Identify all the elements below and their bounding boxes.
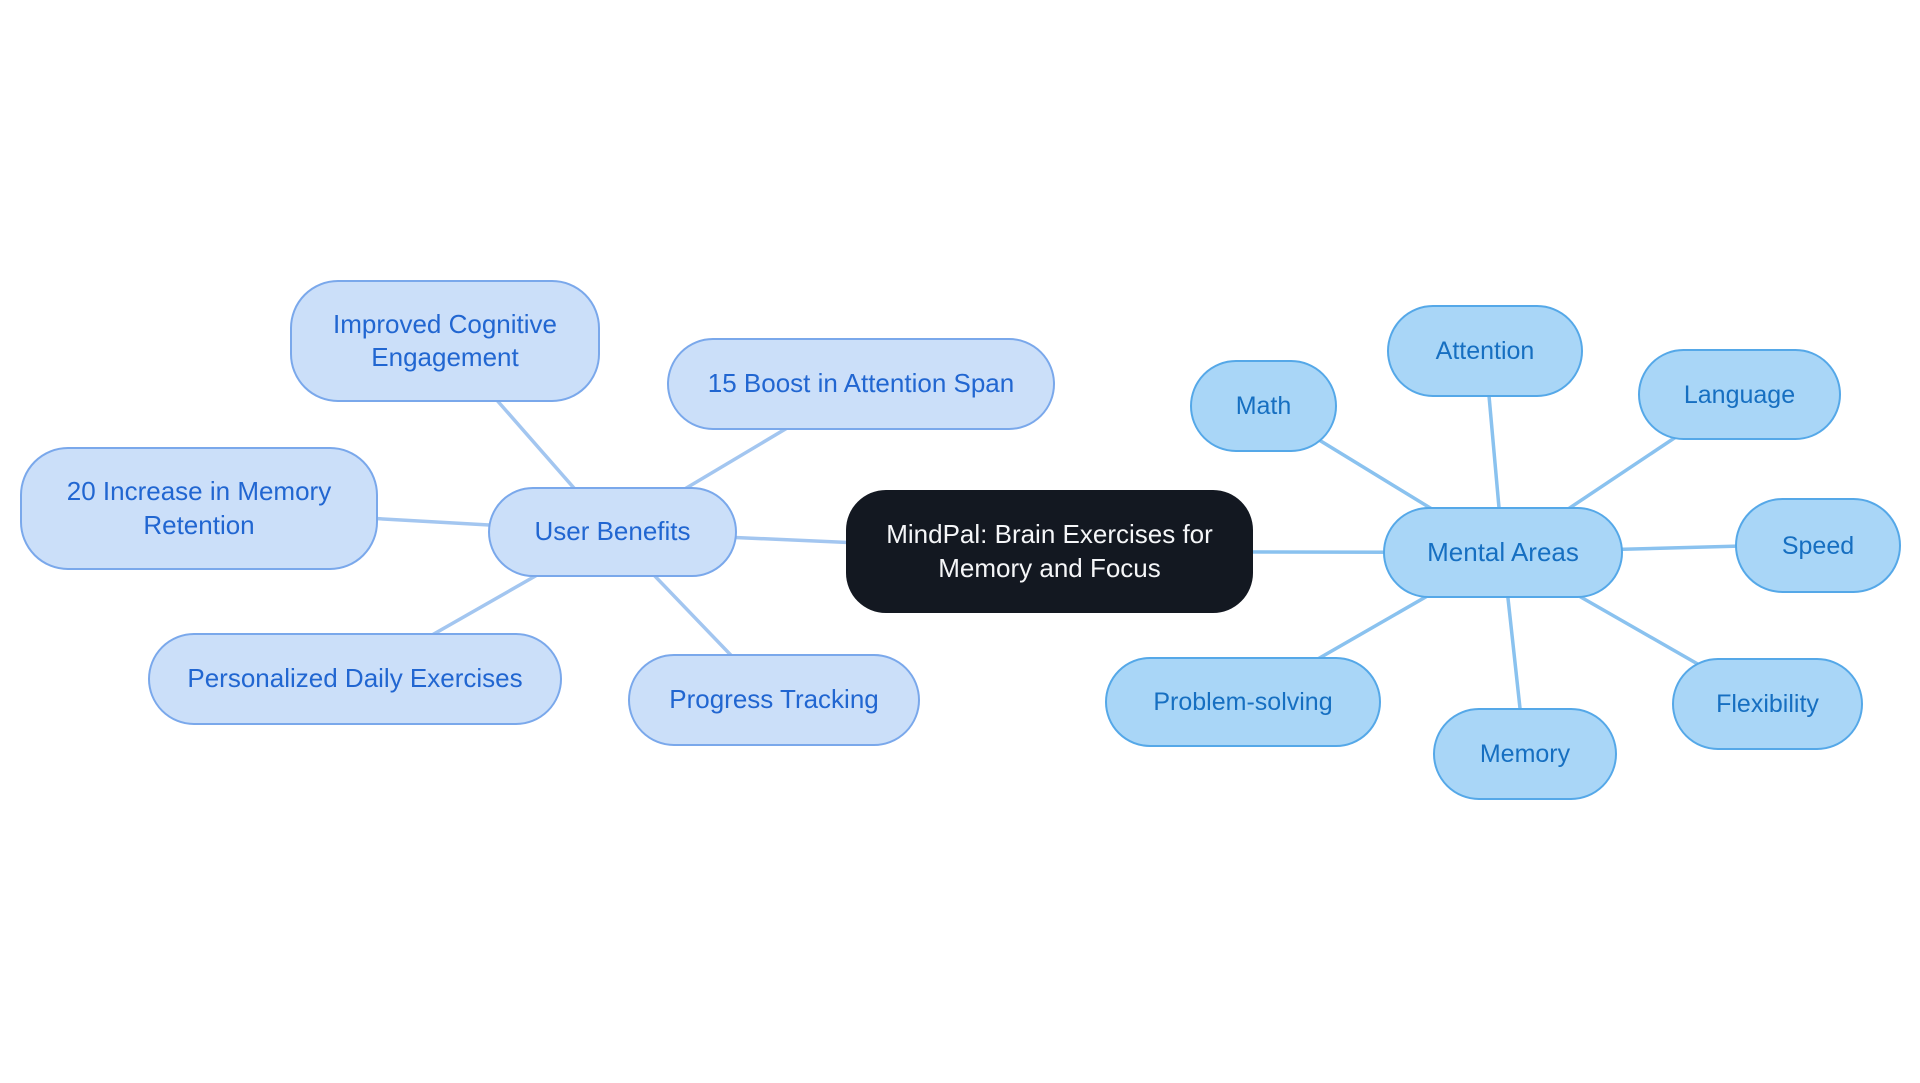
node-root-label: MindPal: Brain Exercises for Memory and …	[886, 519, 1213, 583]
node-attention[interactable]: Attention	[1387, 305, 1583, 397]
node-label: 15 Boost in Attention Span	[707, 368, 1015, 399]
node-label: Language	[1683, 380, 1796, 409]
node-user-benefits[interactable]: User Benefits	[488, 487, 737, 577]
node-problem-solving[interactable]: Problem-solving	[1105, 657, 1381, 747]
node-root-mindpal[interactable]: MindPal: Brain Exercises for Memory and …	[846, 490, 1253, 613]
node-label: Mental Areas	[1427, 536, 1579, 567]
node-personalized-daily-exercises[interactable]: Personalized Daily Exercises	[148, 633, 562, 725]
node-label: Personalized Daily Exercises	[187, 663, 523, 694]
node-label: Problem-solving	[1153, 688, 1333, 716]
node-label: Speed	[1781, 531, 1855, 560]
node-improved-cognitive-engagement[interactable]: Improved Cognitive Engagement	[290, 280, 600, 402]
node-label: Progress Tracking	[669, 684, 879, 715]
node-speed[interactable]: Speed	[1735, 498, 1901, 593]
node-label: Attention	[1435, 337, 1535, 365]
node-mental-areas[interactable]: Mental Areas	[1383, 507, 1623, 598]
node-label: Math	[1235, 392, 1292, 420]
node-math[interactable]: Math	[1190, 360, 1337, 452]
node-label: 20 Increase in Memory Retention	[66, 476, 332, 540]
node-memory[interactable]: Memory	[1433, 708, 1617, 800]
node-label: Flexibility	[1716, 690, 1819, 718]
node-language[interactable]: Language	[1638, 349, 1841, 440]
node-progress-tracking[interactable]: Progress Tracking	[628, 654, 920, 746]
node-label: Memory	[1479, 740, 1571, 768]
node-label: User Benefits	[534, 516, 691, 547]
node-label: Improved Cognitive Engagement	[333, 308, 557, 372]
node-memory-retention[interactable]: 20 Increase in Memory Retention	[20, 447, 378, 570]
node-flexibility[interactable]: Flexibility	[1672, 658, 1863, 750]
node-boost-attention-span[interactable]: 15 Boost in Attention Span	[667, 338, 1055, 430]
